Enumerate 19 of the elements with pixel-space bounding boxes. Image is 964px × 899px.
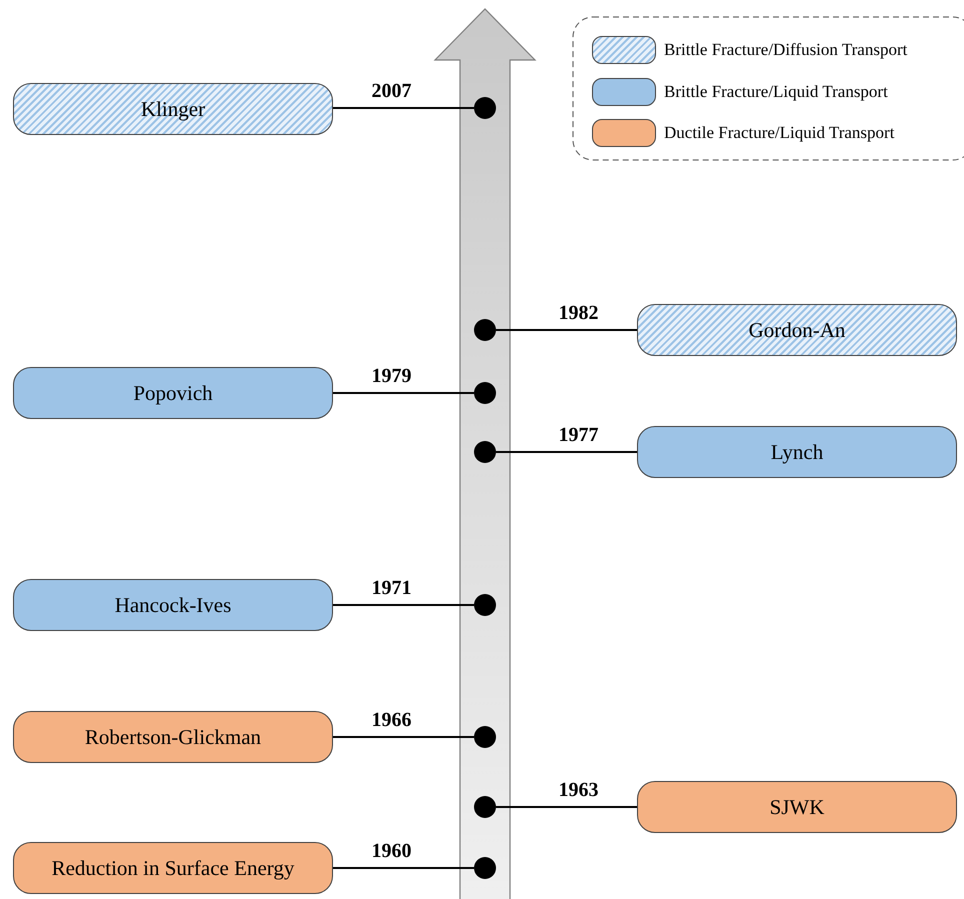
- legend-label: Ductile Fracture/Liquid Transport: [664, 123, 894, 143]
- connector-line: [333, 107, 474, 109]
- legend-label: Brittle Fracture/Liquid Transport: [664, 82, 888, 102]
- connector-line: [333, 736, 474, 738]
- connector-line: [333, 392, 474, 394]
- connector-line: [496, 451, 637, 453]
- event-box: Popovich: [13, 367, 333, 419]
- event-box: Reduction in Surface Energy: [13, 842, 333, 894]
- event-box: Robertson-Glickman: [13, 711, 333, 763]
- connector-line: [333, 604, 474, 606]
- event-box: Hancock-Ives: [13, 579, 333, 631]
- connector-line: [496, 329, 637, 331]
- event-box: Lynch: [637, 426, 957, 478]
- connector-line: [496, 806, 637, 808]
- connector-line: [333, 867, 474, 869]
- event-box: Gordon-An: [637, 304, 957, 356]
- event-box: SJWK: [637, 781, 957, 833]
- legend-label: Brittle Fracture/Diffusion Transport: [664, 40, 908, 60]
- event-box: Klinger: [13, 83, 333, 135]
